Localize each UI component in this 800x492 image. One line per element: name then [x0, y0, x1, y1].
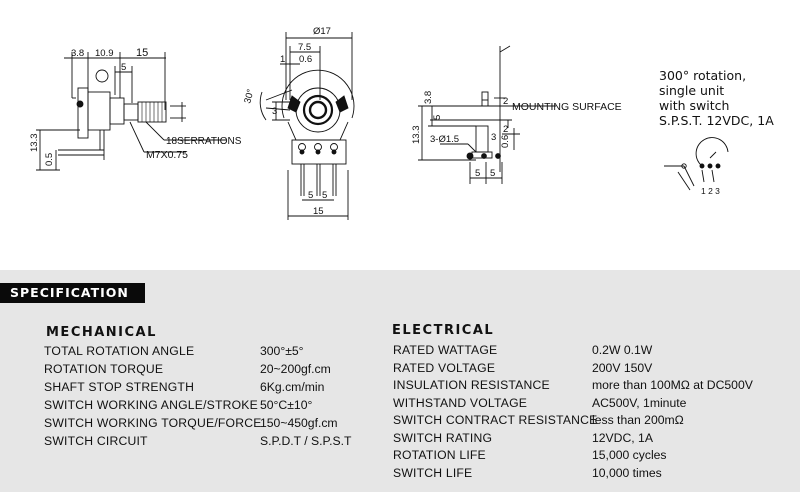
dim-15: 15 [136, 47, 148, 59]
spec-value: AC500V, 1minute [592, 395, 687, 410]
mechanical-heading: MECHANICAL [46, 325, 157, 340]
spec-value: 200V 150V [592, 360, 653, 375]
spec-value: 0.2W 0.1W [592, 343, 653, 357]
dim-bottom-5b: 5 [322, 190, 327, 201]
spec-value: less than 200mΩ [592, 413, 684, 427]
spec-label: RATED VOLTAGE [393, 360, 496, 375]
dim-3: 3 [272, 106, 277, 117]
dim-7-5: 7.5 [298, 42, 311, 53]
dim-30-deg: 30° [242, 88, 256, 105]
description-line-1: 300° rotation, [659, 68, 747, 83]
description-line-3: with switch [659, 98, 730, 113]
dim-5: 5 [121, 62, 126, 73]
specification-title: SPECIFICATION [10, 285, 129, 300]
spec-label: WITHSTAND VOLTAGE [393, 395, 528, 410]
dim-10-9: 10.9 [95, 48, 114, 59]
dim-3-8: 3.8 [71, 48, 84, 59]
dim-2-top: 2 [503, 96, 508, 107]
dim-bottom-15: 15 [313, 206, 324, 217]
spec-label: SWITCH WORKING TORQUE/FORCE [44, 416, 262, 430]
callout-18serrations: 18SERRATIONS [166, 136, 242, 147]
spec-label: SWITCH CONTRACT RESISTANCE [393, 413, 598, 427]
spec-label: INSULATION RESISTANCE [393, 378, 550, 392]
dim-diameter-17: Ø17 [313, 26, 331, 37]
spec-label: ROTATION TORQUE [44, 362, 164, 376]
spec-label: ROTATION LIFE [393, 448, 486, 462]
description-line-2: single unit [659, 83, 725, 98]
dim-13-3: 13.3 [29, 134, 40, 153]
spec-value: 20~200gf.cm [260, 362, 331, 376]
dim-0-6: 0.6 [299, 54, 312, 65]
spec-label: SWITCH LIFE [393, 465, 473, 480]
specification-panel [0, 270, 800, 492]
spec-value: 15,000 cycles [592, 448, 667, 462]
spec-value: more than 100MΩ at DC500V [592, 378, 753, 392]
dim-13-3-rear: 13.3 [411, 126, 422, 145]
dim-5-rear: 5 [432, 115, 443, 120]
spec-value: 12VDC, 1A [592, 430, 653, 445]
spec-value: 10,000 times [592, 465, 662, 480]
specification-title-bar [0, 283, 145, 303]
dim-2-rear: 2 [503, 124, 508, 135]
description-line-4: S.P.S.T. 12VDC, 1A [659, 113, 774, 128]
spec-value: 150~450gf.cm [260, 416, 338, 430]
dim-3-d1-5: 3-Ø1.5 [430, 134, 459, 145]
spec-value: 50°C±10° [260, 398, 313, 412]
spec-label: SHAFT STOP STRENGTH [44, 380, 195, 394]
technical-drawing: 3.8 10.9 15 5 13.3 0.5 18SERRATIONS M7X0… [29, 26, 729, 220]
dim-3-rear: 3 [491, 132, 496, 143]
drawing-area: 3.8 10.9 15 5 13.3 0.5 18SERRATIONS M7X0… [29, 26, 774, 220]
spec-value: 6Kg.cm/min [260, 380, 325, 394]
spec-label: SWITCH CIRCUIT [44, 434, 148, 448]
circuit-pin-numbers: 1 2 3 [701, 186, 720, 196]
spec-label: SWITCH RATING [393, 430, 493, 445]
dim-0-5: 0.5 [44, 153, 55, 166]
spec-value: 300°±5° [260, 344, 304, 358]
switch-circuit-symbol [664, 137, 729, 191]
dim-0-6-rear: 0.6 [500, 135, 511, 148]
front-view [259, 32, 355, 220]
side-view [36, 52, 226, 171]
rear-view [418, 45, 556, 184]
spec-label: RATED WATTAGE [393, 343, 498, 357]
dim-5-rear-b: 5 [490, 168, 495, 179]
dim-5-rear-a: 5 [475, 168, 480, 179]
electrical-heading: ELECTRICAL [392, 323, 495, 338]
product-description: 300° rotation, single unit with switch S… [659, 68, 774, 128]
spec-label: SWITCH WORKING ANGLE/STROKE [44, 398, 258, 412]
dim-1: 1 [280, 54, 285, 65]
dim-bottom-5a: 5 [308, 190, 313, 201]
spec-label: TOTAL ROTATION ANGLE [44, 344, 195, 358]
callout-mounting-surface: MOUNTING SURFACE [512, 101, 622, 113]
callout-m7x0-75: M7X0.75 [146, 149, 188, 161]
dim-3-8-rear: 3.8 [423, 91, 434, 104]
spec-value: S.P.D.T / S.P.S.T [260, 434, 352, 448]
